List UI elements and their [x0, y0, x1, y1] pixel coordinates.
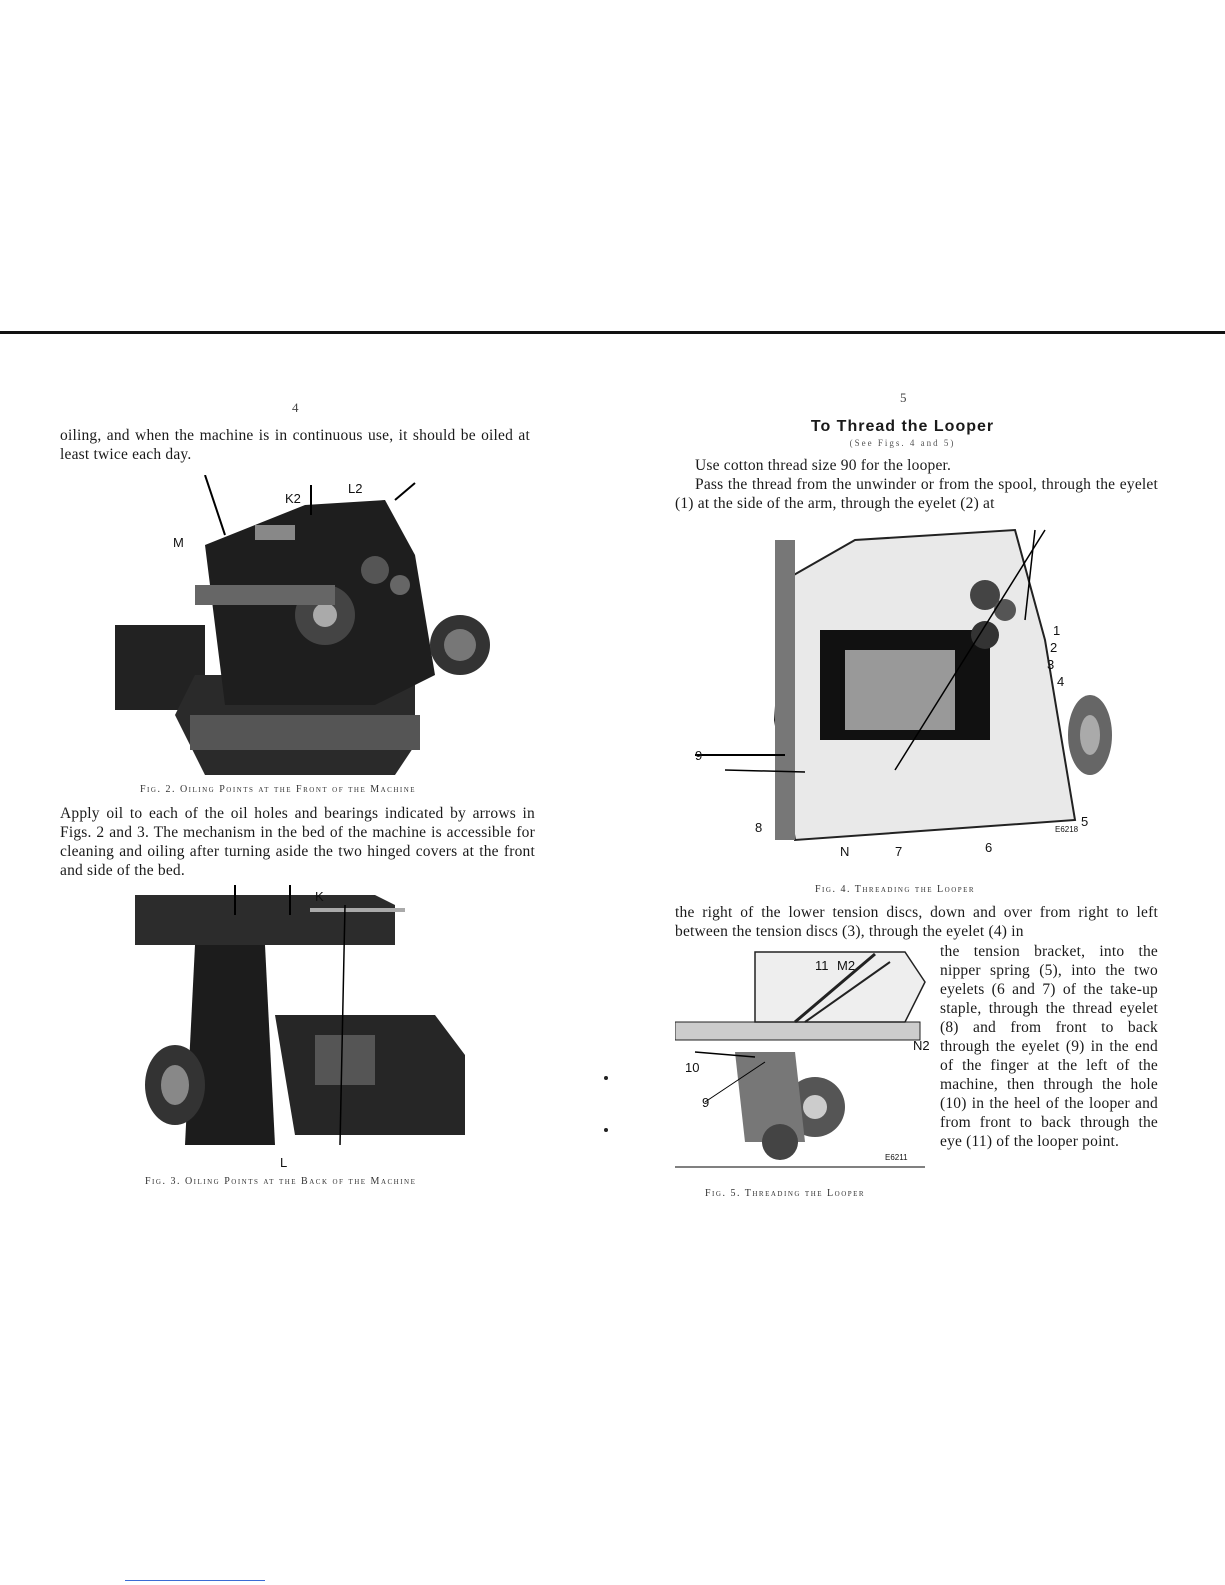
figure-5-plate-code: E6211	[885, 1153, 908, 1162]
section-subheading: (See Figs. 4 and 5)	[849, 438, 956, 448]
figure-4-caption: Fig. 4. Threading the Looper	[815, 884, 976, 895]
page-number: 5	[900, 390, 907, 405]
paragraph: Pass the thread from the unwinder or fro…	[675, 476, 1158, 512]
figure-4-label: 8	[755, 820, 762, 835]
page-divider	[0, 331, 1225, 334]
figure-3-label: L	[280, 1155, 287, 1170]
section-heading: To Thread the Looper	[810, 418, 995, 435]
figure-4-label: N	[840, 844, 849, 859]
paragraph: Apply oil to each of the oil holes and b…	[60, 805, 535, 879]
figure-2-label: M	[173, 535, 184, 550]
figure-4-label: 9	[695, 748, 702, 763]
figure-4-label: 5	[1081, 814, 1088, 829]
figure-4-label: 7	[895, 844, 902, 859]
figure-5-looper-diagram: 11 M2 N2 10 9 E6211	[675, 942, 935, 1172]
figure-4-label: 1	[1053, 623, 1060, 638]
figure-5-label: M2	[837, 958, 855, 973]
figure-2-caption: Fig. 2. Oiling Points at the Front of th…	[140, 784, 417, 795]
figure-5-label: N2	[913, 1038, 930, 1053]
figure-2-machine-front: M K2 L2	[115, 475, 495, 775]
paragraph: oiling, and when the machine is in conti…	[60, 427, 530, 463]
figure-4-label: 4	[1057, 674, 1064, 689]
figure-3-caption: Fig. 3. Oiling Points at the Back of the…	[145, 1176, 417, 1187]
figure-3-label: K	[315, 889, 324, 904]
figure-5-label: 10	[685, 1060, 699, 1075]
paragraph: the tension bracket, into the nipper spr…	[940, 943, 1158, 1150]
page-number: 4	[292, 400, 299, 415]
figure-2-label: L2	[348, 481, 362, 496]
figure-2-label: K2	[285, 491, 301, 506]
figure-4-label: 2	[1050, 640, 1057, 655]
link-underline	[125, 1580, 265, 1581]
figure-4-label: 3	[1047, 657, 1054, 672]
margin-mark	[604, 1076, 608, 1080]
paragraph: the right of the lower tension discs, do…	[675, 904, 1158, 940]
figure-5-label: 11	[815, 958, 829, 973]
figure-4-threading-diagram: 1 2 3 4 5 6 7 8 9 N E6218	[695, 520, 1135, 870]
paragraph: Use cotton thread size 90 for the looper…	[695, 457, 952, 474]
figure-4-plate-code: E6218	[1055, 825, 1079, 834]
figure-5-caption: Fig. 5. Threading the Looper	[705, 1188, 866, 1199]
figure-3-machine-back: K L	[135, 885, 475, 1175]
figure-5-label: 9	[702, 1095, 709, 1110]
figure-4-label: 6	[985, 840, 992, 855]
margin-mark	[604, 1128, 608, 1132]
